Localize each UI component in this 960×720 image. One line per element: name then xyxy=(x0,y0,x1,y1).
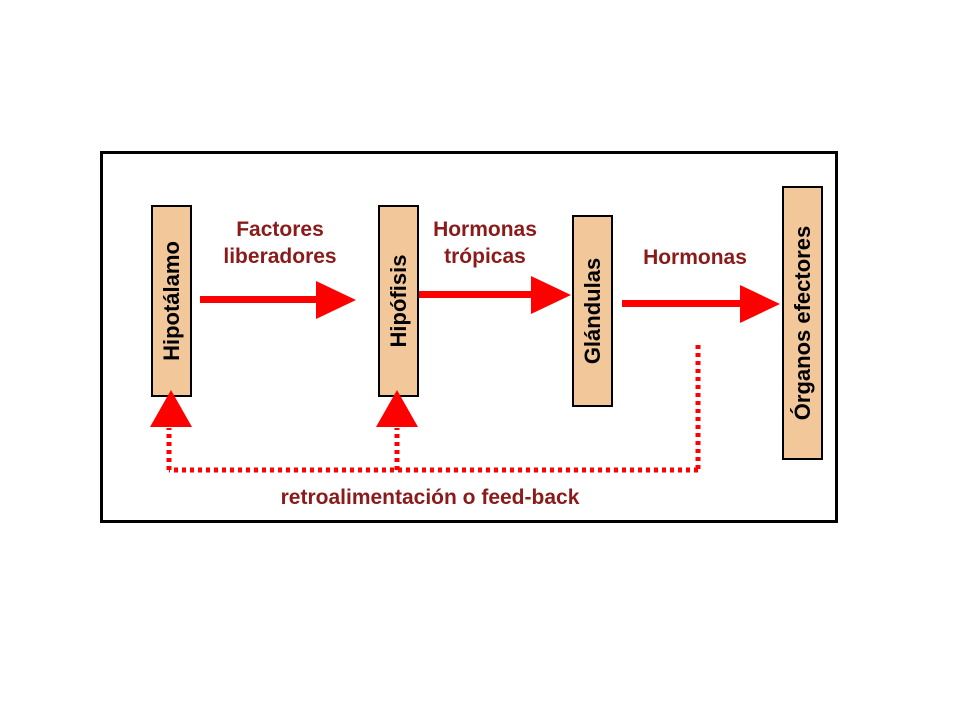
factores-line2: liberadores xyxy=(223,245,337,268)
feedback-head-hipofisis xyxy=(376,390,418,427)
arrow-tropicas-head xyxy=(531,276,571,314)
factores-liberadores-label: Factores liberadores xyxy=(205,216,355,270)
hormonas-tropicas-label: Hormonas trópicas xyxy=(420,216,550,270)
factores-line1: Factores xyxy=(236,218,324,241)
tropicas-line2: trópicas xyxy=(444,245,526,268)
feedback-label: retroalimentación o feed-back xyxy=(280,486,580,509)
arrow-factores-head xyxy=(316,281,356,319)
feedback-head-hipotalamo xyxy=(150,390,192,427)
arrow-tropicas-shaft xyxy=(419,291,535,298)
hormonas-label: Hormonas xyxy=(643,246,747,269)
tropicas-line1: Hormonas xyxy=(433,218,537,241)
arrow-hormonas-head xyxy=(740,285,780,323)
glandulas-box: Glándulas xyxy=(572,215,613,407)
arrow-factores-shaft xyxy=(200,296,322,303)
organos-efectores-box: Órganos efectores xyxy=(782,186,823,460)
arrow-hormonas-shaft xyxy=(622,300,744,307)
diagram-frame xyxy=(100,151,838,523)
hipotalamo-box: Hipotálamo xyxy=(151,205,192,397)
